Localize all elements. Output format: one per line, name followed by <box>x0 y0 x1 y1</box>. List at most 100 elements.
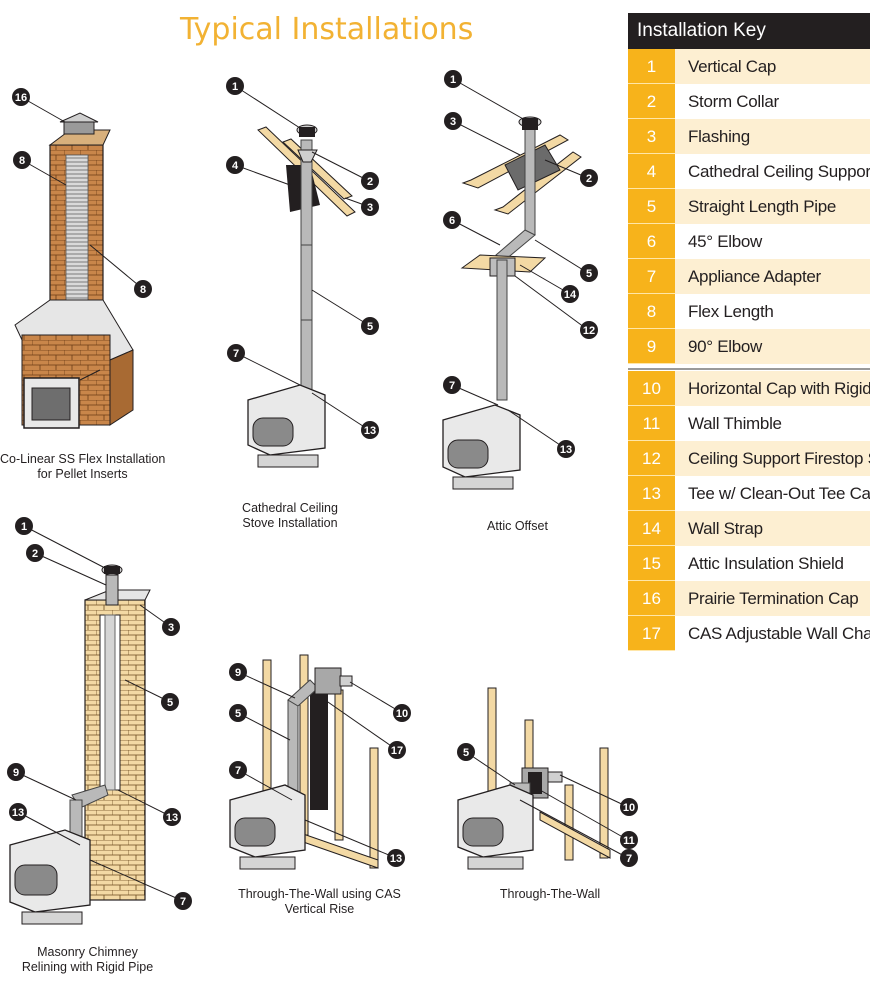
callout-2: 2 <box>580 169 598 187</box>
key-number: 3 <box>628 119 675 154</box>
key-number: 11 <box>628 406 675 441</box>
caption-line: Co-Linear SS Flex Installation <box>0 452 166 466</box>
callout-label: 7 <box>235 765 241 777</box>
key-number: 14 <box>628 511 675 546</box>
callout-label: 2 <box>32 548 38 560</box>
key-row: 4 Cathedral Ceiling Support Box <box>628 154 870 189</box>
key-number: 8 <box>628 294 675 329</box>
key-number: 17 <box>628 616 675 651</box>
callout-label: 1 <box>450 74 456 86</box>
key-number: 2 <box>628 84 675 119</box>
caption-line: Vertical Rise <box>284 902 355 916</box>
key-row: 6 45° Elbow <box>628 224 870 259</box>
caption-line: Attic Offset <box>487 519 548 533</box>
callout-5: 5 <box>361 317 379 335</box>
callout-1: 1 <box>444 70 462 88</box>
callout-3: 3 <box>361 198 379 216</box>
callout-label: 1 <box>21 521 27 533</box>
key-label: Appliance Adapter <box>675 259 870 294</box>
callout-label: 3 <box>450 116 456 128</box>
callout-label: 3 <box>367 202 373 214</box>
key-label: Cathedral Ceiling Support Box <box>688 162 870 181</box>
through-wall-cas-diagram <box>229 654 379 870</box>
installation-key-header: Installation Key <box>628 13 870 49</box>
callout-label: 9 <box>235 667 241 679</box>
callout-label: 9 <box>13 767 19 779</box>
key-label: 90° Elbow <box>675 329 870 364</box>
callout-label: 5 <box>167 697 173 709</box>
caption-line: Masonry Chimney <box>37 945 138 959</box>
key-label: Prairie Termination Cap <box>675 581 870 616</box>
callout-13: 13 <box>9 803 27 821</box>
key-divider <box>628 368 870 370</box>
callout-label: 5 <box>463 747 469 759</box>
callout-13: 13 <box>361 421 379 439</box>
key-label: Wall Thimble <box>688 414 782 433</box>
callout-5: 5 <box>229 704 247 722</box>
callout-2: 2 <box>361 172 379 190</box>
key-label: Flashing <box>675 119 870 154</box>
callout-label: 8 <box>140 284 146 296</box>
caption-line: for Pellet Inserts <box>37 467 128 481</box>
attic-offset-diagram <box>442 116 582 490</box>
key-row: 17 CAS Adjustable Wall Channel <box>628 616 870 651</box>
callout-8: 8 <box>134 280 152 298</box>
caption-line: Relining with Rigid Pipe <box>21 960 154 974</box>
caption-line: Cathedral Ceiling <box>242 501 338 515</box>
key-number: 5 <box>628 189 675 224</box>
callout-17: 17 <box>388 741 406 759</box>
key-label: Tee w/ Clean-Out Tee Cap <box>688 484 870 503</box>
callout-2: 2 <box>26 544 44 562</box>
callout-label: 8 <box>19 155 25 167</box>
callout-3: 3 <box>444 112 462 130</box>
key-number: 15 <box>628 546 675 581</box>
callout-5: 5 <box>161 693 179 711</box>
callout-11: 11 <box>620 831 638 849</box>
callout-8: 8 <box>13 151 31 169</box>
callout-16: 16 <box>12 88 30 106</box>
caption-line: Through-The-Wall using CAS <box>238 887 401 901</box>
callout-5: 5 <box>580 264 598 282</box>
callout-label: 13 <box>166 812 178 824</box>
callout-label: 13 <box>560 444 572 456</box>
page-title: Typical Installations <box>180 12 474 47</box>
key-number: 1 <box>628 49 675 84</box>
key-number: 4 <box>628 154 675 189</box>
key-label: 45° Elbow <box>688 232 763 251</box>
callout-label: 7 <box>233 348 239 360</box>
callout-label: 2 <box>586 173 592 185</box>
key-label: Horizontal Cap with Rigid Pipe <box>675 371 870 406</box>
callout-label: 4 <box>232 160 239 172</box>
caption-through-wall-cas: Through-The-Wall using CAS Vertical Rise <box>222 887 417 917</box>
callout-label: 17 <box>391 745 403 757</box>
leader-lines <box>15 78 629 902</box>
callout-label: 7 <box>180 896 186 908</box>
key-label: CAS Adjustable Wall Channel <box>688 624 870 643</box>
callout-13: 13 <box>387 849 405 867</box>
callout-13: 13 <box>163 808 181 826</box>
key-number: 6 <box>628 224 675 259</box>
callout-label: 7 <box>449 380 455 392</box>
key-label: Straight Length Pipe <box>675 189 870 224</box>
caption-through-wall: Through-The-Wall <box>480 887 620 902</box>
callout-label: 7 <box>626 853 632 865</box>
callout-14: 14 <box>561 285 579 303</box>
callout-label: 3 <box>168 622 174 634</box>
cathedral-ceiling-diagram <box>247 124 356 468</box>
key-number: 12 <box>628 441 675 476</box>
caption-masonry-chimney: Masonry Chimney Relining with Rigid Pipe <box>0 945 175 975</box>
callouts: 16 8 8 1 2 4 3 5 7 13 1 3 2 6 5 14 12 7 … <box>7 70 638 910</box>
callout-5: 5 <box>457 743 475 761</box>
callout-1: 1 <box>15 517 33 535</box>
